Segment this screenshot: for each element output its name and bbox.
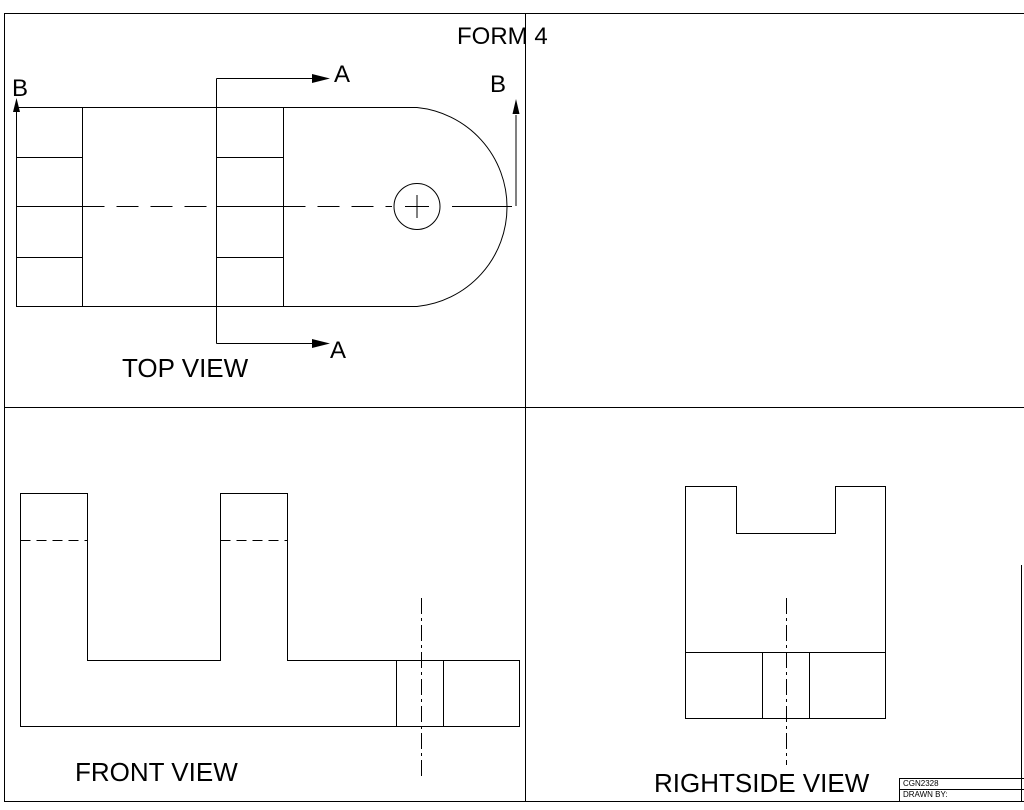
top-view-outline [17,108,508,307]
cutting-plane-b [17,108,517,207]
title-block-drawing-number: CGN2328 [903,779,939,788]
top-view-drawing [17,108,517,307]
arrowhead-b-left [13,98,20,112]
section-a-label-top: A [334,61,351,88]
section-b-label-left: B [12,75,29,102]
arrowhead-b-right [512,99,520,114]
title-block-frame [900,565,1024,802]
front-view-outline [21,494,520,727]
top-view-label: TOP VIEW [122,353,249,383]
cutting-plane-a [217,79,317,344]
form-title: FORM 4 [457,23,548,50]
section-a-label-bottom: A [330,337,347,364]
section-b-label-right: B [490,71,507,98]
arrowhead-a-bottom [312,339,330,348]
right-view-outline [686,487,886,719]
front-view-drawing [21,494,520,781]
arrowhead-a-top [312,74,330,83]
hole-circle [394,184,440,230]
right-view-label: RIGHTSIDE VIEW [654,768,870,798]
front-view-label: FRONT VIEW [75,757,238,787]
title-block-drawn-by: DRAWN BY: [903,790,948,799]
sheet-frame [4,13,1024,802]
right-view-drawing [686,487,886,766]
